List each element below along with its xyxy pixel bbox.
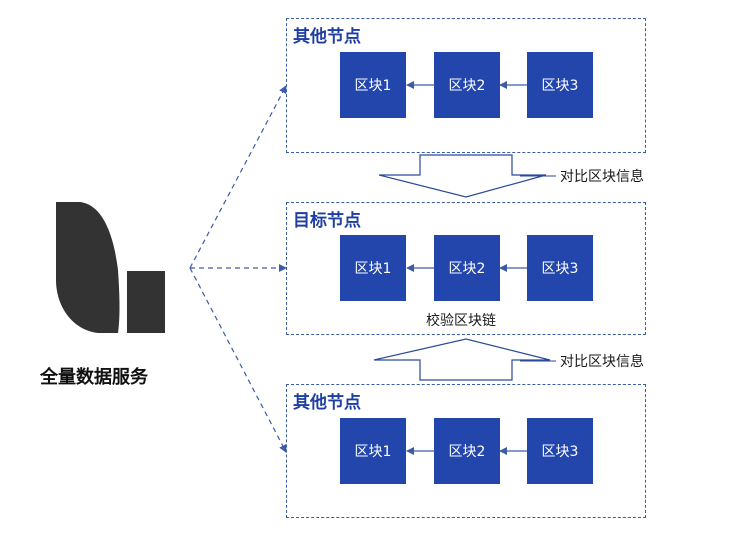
block-3: 区块3 <box>527 418 593 484</box>
service-logo <box>56 202 165 333</box>
compare-label-bottom: 对比区块信息 <box>560 354 644 370</box>
block-3: 区块3 <box>527 52 593 118</box>
node-group-top: 其他节点 <box>286 18 646 153</box>
block-1: 区块1 <box>340 418 406 484</box>
link-to-group-top <box>189 85 287 269</box>
group-title: 目标节点 <box>293 211 361 231</box>
group-title: 其他节点 <box>293 27 361 47</box>
node-group-bottom: 其他节点 <box>286 384 646 518</box>
service-label: 全量数据服务 <box>40 367 148 388</box>
link-to-group-bottom <box>189 267 287 453</box>
verify-chain-caption: 校验区块链 <box>426 313 496 329</box>
block-2: 区块2 <box>434 235 500 301</box>
block-1: 区块1 <box>340 52 406 118</box>
node-group-target: 目标节点 <box>286 202 646 335</box>
compare-arrow-down <box>378 154 547 198</box>
group-title: 其他节点 <box>293 393 361 413</box>
block-2: 区块2 <box>434 52 500 118</box>
block-1: 区块1 <box>340 235 406 301</box>
compare-arrow-up <box>373 338 551 381</box>
block-2: 区块2 <box>434 418 500 484</box>
logo-left-shape <box>56 202 120 333</box>
block-3: 区块3 <box>527 235 593 301</box>
logo-right-shape <box>127 271 165 333</box>
compare-label-top: 对比区块信息 <box>560 169 644 185</box>
